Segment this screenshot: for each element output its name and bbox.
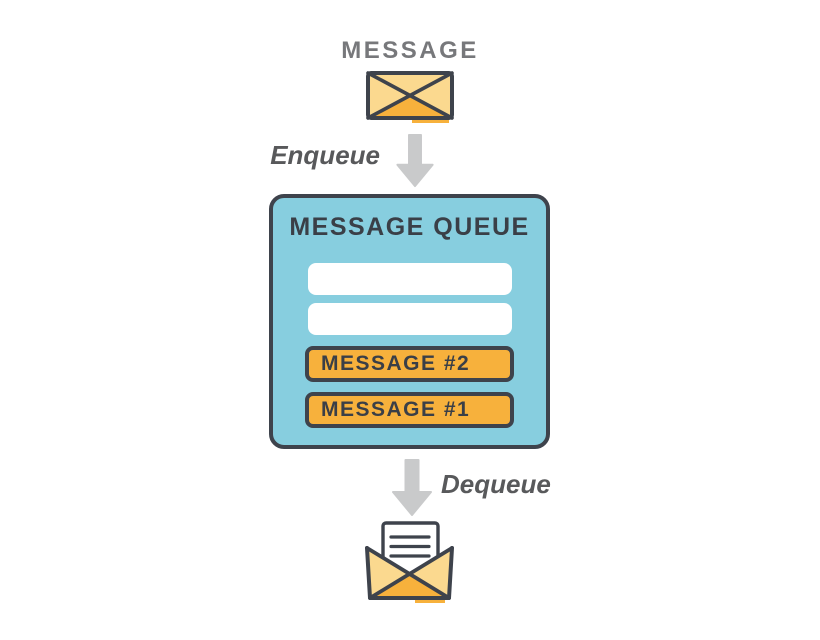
message-queue-title: MESSAGE QUEUE [289,213,530,241]
queue-empty-slot [308,263,512,295]
message-title: MESSAGE [341,37,479,64]
queue-message-item: MESSAGE #2 [305,346,514,382]
closed-envelope-icon [366,71,454,123]
open-envelope-with-letter-icon [365,521,454,603]
enqueue-label: Enqueue [270,140,380,170]
queue-message-item: MESSAGE #1 [305,392,514,428]
message-queue-box: MESSAGE QUEUE MESSAGE #2 MESSAGE #1 [269,194,550,449]
enqueue-arrow-down-icon [396,134,434,188]
queue-message-label: MESSAGE #2 [321,352,471,375]
queue-message-label: MESSAGE #1 [321,398,471,421]
queue-empty-slot [308,303,512,335]
dequeue-label: Dequeue [441,469,551,499]
dequeue-arrow-down-icon [392,459,432,516]
